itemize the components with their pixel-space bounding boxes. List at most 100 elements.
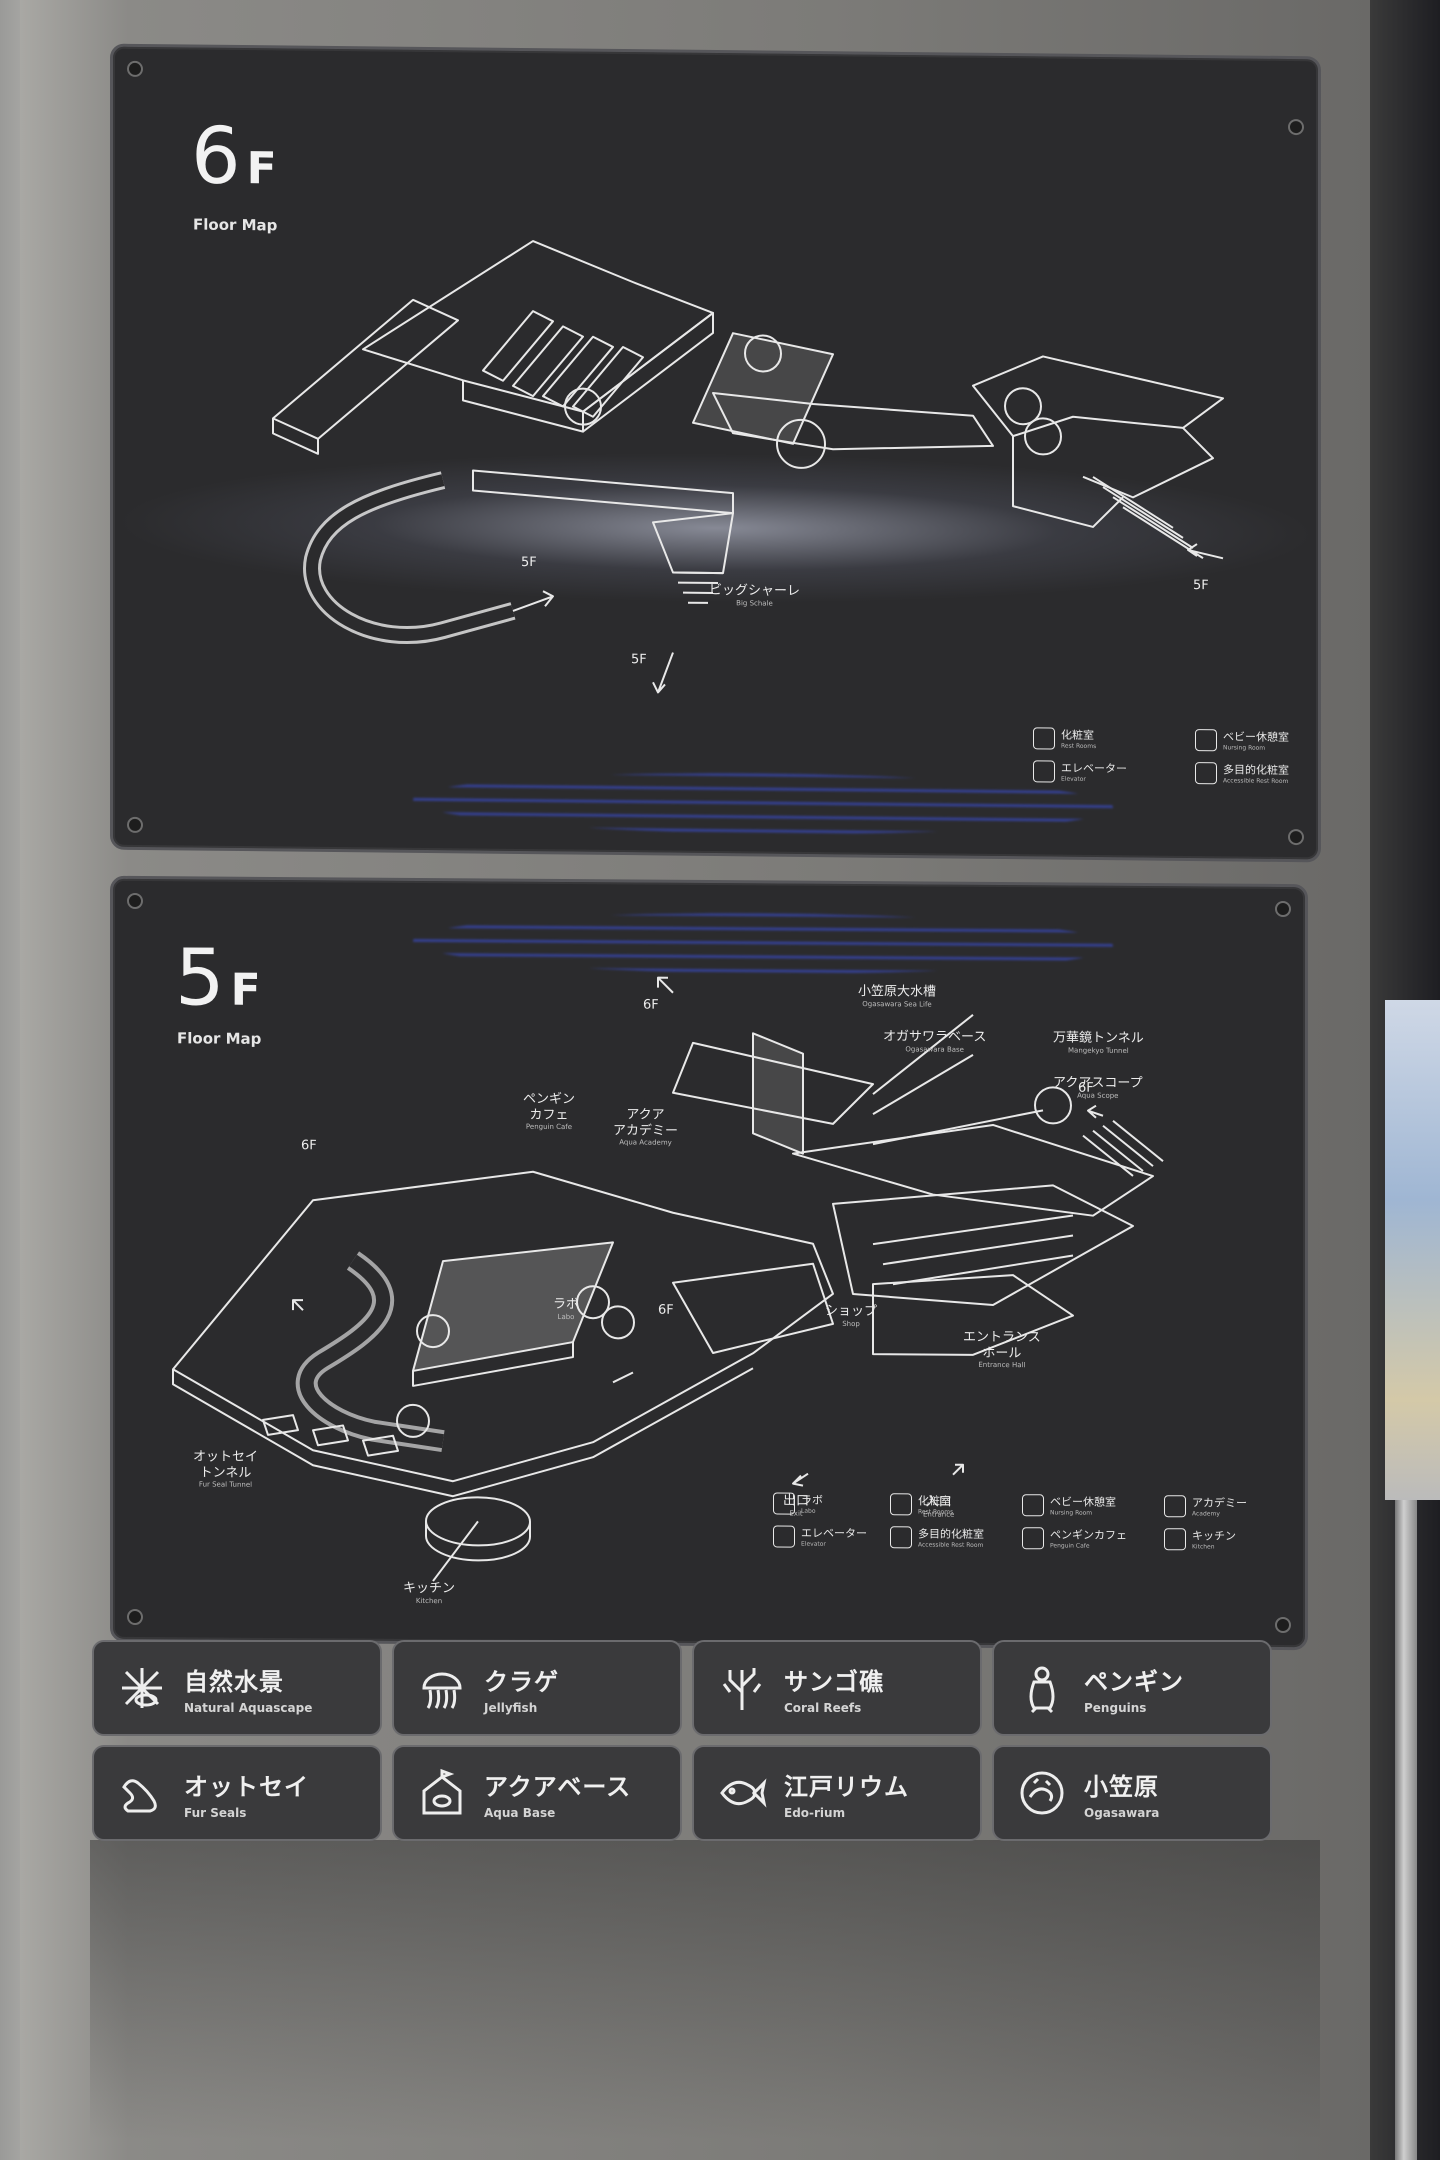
fish-plant-icon [122, 1668, 162, 1708]
arrow-to-5f-b [652, 652, 674, 694]
arrow-label-5f-c: 5F [1193, 578, 1209, 594]
coral-icon [722, 1668, 762, 1710]
zone-name-ja: 江戸リウム [784, 1772, 909, 1801]
screw [1288, 828, 1304, 846]
goldfish-icon [720, 1778, 767, 1808]
zone-name-en: Jellyfish [484, 1700, 538, 1715]
zone-plate-fur-seals: オットセイ Fur Seals [92, 1745, 382, 1841]
seal-icon [122, 1779, 157, 1813]
big-shale-tank [692, 332, 834, 445]
exit-arrow [792, 1472, 809, 1487]
arrow-to-5f-c [1187, 543, 1224, 560]
restroom-icon [1033, 726, 1055, 750]
ogasawara-tank [752, 1032, 804, 1155]
right-wing-outline [972, 355, 1224, 438]
arrow-to-6f-d [1087, 1104, 1104, 1119]
zone-name-en: Coral Reefs [784, 1700, 862, 1715]
arrow-label-5f-b: 5F [631, 652, 647, 668]
restroom-icon [890, 1492, 912, 1515]
zone-plate-aqua-base: アクアベース Aqua Base [392, 1745, 682, 1841]
zone-plate-ogasawara: 小笠原 Ogasawara [992, 1745, 1272, 1841]
zone-name-en: Edo-rium [784, 1805, 846, 1820]
cafe-cup-icon [1022, 1526, 1044, 1549]
screw [127, 1608, 143, 1626]
baby-bottle-icon [1022, 1493, 1044, 1516]
arrow-label-6f-b: 6F [301, 1138, 317, 1154]
screw [1275, 1616, 1291, 1634]
zone-name-en: Fur Seals [184, 1805, 247, 1820]
zone-plate-jellyfish: クラゲ Jellyfish [392, 1640, 682, 1736]
zone-plate-edo-rium: 江戸リウム Edo-rium [692, 1745, 982, 1841]
chef-hat-icon [1164, 1527, 1186, 1550]
accessible-icon [890, 1525, 912, 1548]
zone-name-en: Ogasawara [1084, 1805, 1160, 1820]
arrow-label-5f-a: 5F [521, 554, 537, 571]
floor-5f-isometric-map [172, 976, 1164, 1582]
zone-plate-natural-aquascape: 自然水景 Natural Aquascape [92, 1640, 382, 1736]
arrow-to-5f-a [512, 590, 554, 612]
arrow-to-6f-b [292, 1299, 304, 1311]
left-wing-wall [272, 418, 319, 455]
screw [1275, 900, 1291, 918]
zone-name-en: Aqua Base [484, 1805, 556, 1820]
screw [1288, 118, 1304, 136]
central-hall-outline [362, 240, 714, 413]
arrow-to-6f-a [657, 976, 674, 994]
jellyfish-icon [422, 1672, 462, 1709]
floor-6f-isometric-map [272, 240, 1224, 694]
screw [127, 60, 143, 78]
screw [127, 892, 143, 910]
accessible-icon [1195, 761, 1217, 784]
zone-name-en: Penguins [1084, 1700, 1147, 1715]
left-wing-roof [272, 298, 459, 440]
zone-name-ja: オットセイ [184, 1772, 309, 1801]
main-pool [412, 1241, 614, 1372]
book-icon [1164, 1494, 1186, 1517]
stanchion-pole [1395, 1500, 1417, 2160]
zone-name-ja: ペンギン [1084, 1667, 1184, 1696]
central-hall-wall [462, 380, 584, 433]
zone-plate-row-2: オットセイ Fur Seals アクアベース Aqua Base 江戸リウム Edo-… [92, 1745, 1272, 1841]
zone-name-ja: アクアベース [484, 1772, 632, 1801]
zone-name-ja: クラゲ [484, 1667, 559, 1696]
zone-name-ja: 小笠原 [1084, 1772, 1159, 1801]
penguin-icon [1029, 1666, 1055, 1714]
elevator-icon [1033, 759, 1055, 783]
arrow-to-6f-c [612, 1371, 634, 1384]
building-outline [172, 1170, 834, 1483]
zone-name-en: Natural Aquascape [184, 1700, 313, 1715]
arrow-label-6f-c: 6F [658, 1302, 674, 1318]
zone-name-ja: 自然水景 [184, 1667, 284, 1696]
elevator-icon [773, 1524, 795, 1548]
zone-plate-penguins: ペンギン Penguins [992, 1640, 1272, 1736]
baby-bottle-icon [1195, 728, 1217, 751]
